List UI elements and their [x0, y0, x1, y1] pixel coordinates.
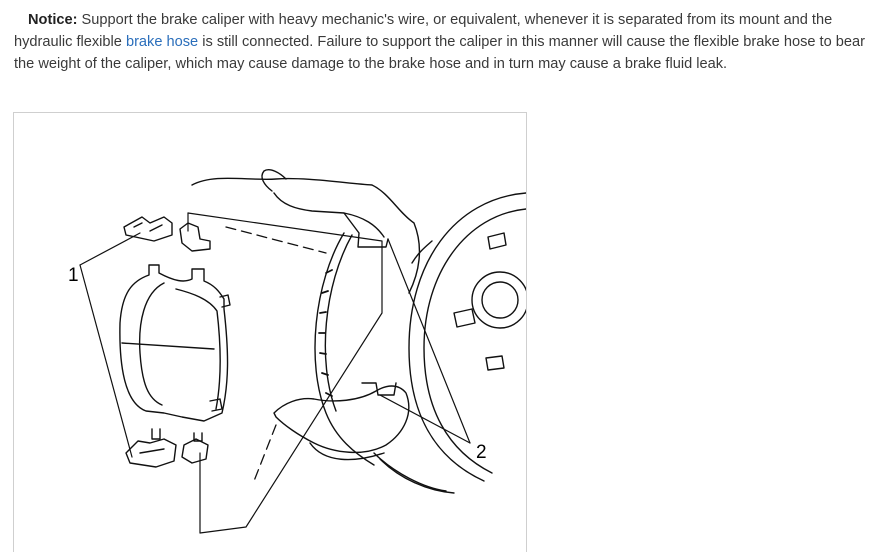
notice-text-after-link: is still connected. Failure to support t…: [14, 34, 865, 72]
upper-pad-clips: [123, 216, 211, 252]
illustration-drawing: 1 2: [68, 169, 526, 534]
brake-hose-link[interactable]: brake hose: [125, 34, 199, 50]
brake-rotor: [314, 192, 526, 482]
lower-pad-clips: [125, 428, 209, 468]
callout-1-leaders: [79, 212, 383, 534]
callout-2-leaders: [379, 238, 471, 444]
callout-1-label: 1: [68, 265, 79, 286]
notice-text-before-link: Support the brake caliper with heavy mec…: [14, 12, 833, 50]
caliper-bracket: [191, 169, 455, 494]
callout-2-label: 2: [476, 442, 487, 463]
brake-pad-clip-illustration: 1 2: [13, 112, 527, 552]
brake-pad: [119, 264, 231, 422]
notice-label: Notice:: [28, 12, 78, 28]
notice-paragraph: Notice: Support the brake caliper with h…: [14, 9, 880, 75]
install-guide-lines: [225, 226, 327, 482]
